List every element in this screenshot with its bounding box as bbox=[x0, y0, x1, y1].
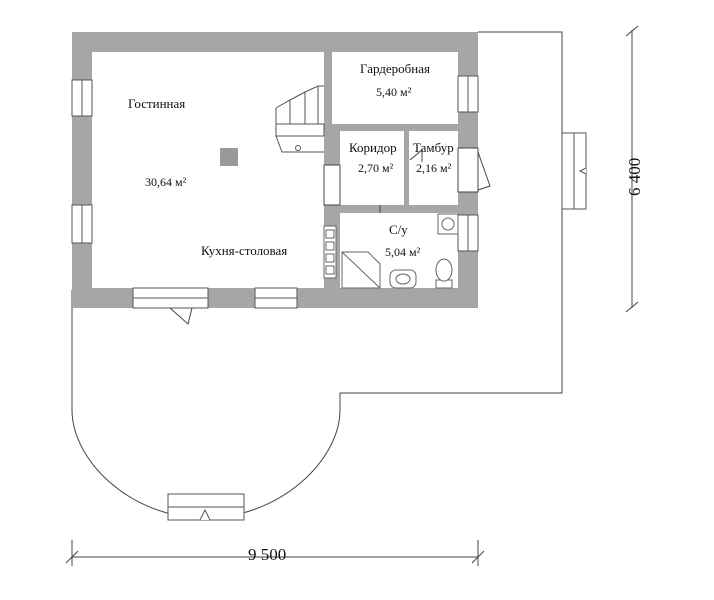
doors bbox=[169, 147, 491, 325]
door-swing-entry bbox=[477, 151, 491, 191]
kitchen-counter bbox=[323, 225, 337, 279]
dimension-lines bbox=[65, 25, 639, 566]
dimension-height: 6 400 bbox=[625, 158, 644, 196]
room-label-living: Гостинная bbox=[128, 96, 185, 111]
bathroom-fixtures bbox=[341, 213, 459, 289]
door-swing-bottom bbox=[169, 307, 193, 325]
windows bbox=[71, 75, 479, 309]
room-area-wardrobe: 5,40 м² bbox=[376, 85, 412, 99]
bottom-step bbox=[167, 493, 245, 521]
room-label-bathroom: С/у bbox=[389, 222, 408, 237]
room-area-vestibule: 2,16 м² bbox=[416, 161, 452, 175]
room-area-living: 30,64 м² bbox=[145, 175, 187, 189]
door-vestibule-entry bbox=[457, 147, 479, 193]
room-label-kitchen: Кухня-столовая bbox=[201, 243, 287, 258]
column bbox=[220, 148, 238, 166]
room-area-bathroom: 5,04 м² bbox=[385, 245, 421, 259]
toilet bbox=[435, 258, 453, 282]
room-label-corridor: Коридор bbox=[349, 140, 397, 155]
room-area-corridor: 2,70 м² bbox=[358, 161, 394, 175]
side-step bbox=[561, 132, 587, 210]
room-label-vestibule: Тамбур bbox=[413, 140, 454, 155]
door-living-corridor bbox=[323, 164, 341, 206]
stair bbox=[275, 85, 325, 153]
dimension-width: 9 500 bbox=[248, 545, 286, 564]
door-swing-corridor bbox=[409, 148, 423, 162]
room-label-wardrobe: Гардеробная bbox=[360, 61, 430, 76]
